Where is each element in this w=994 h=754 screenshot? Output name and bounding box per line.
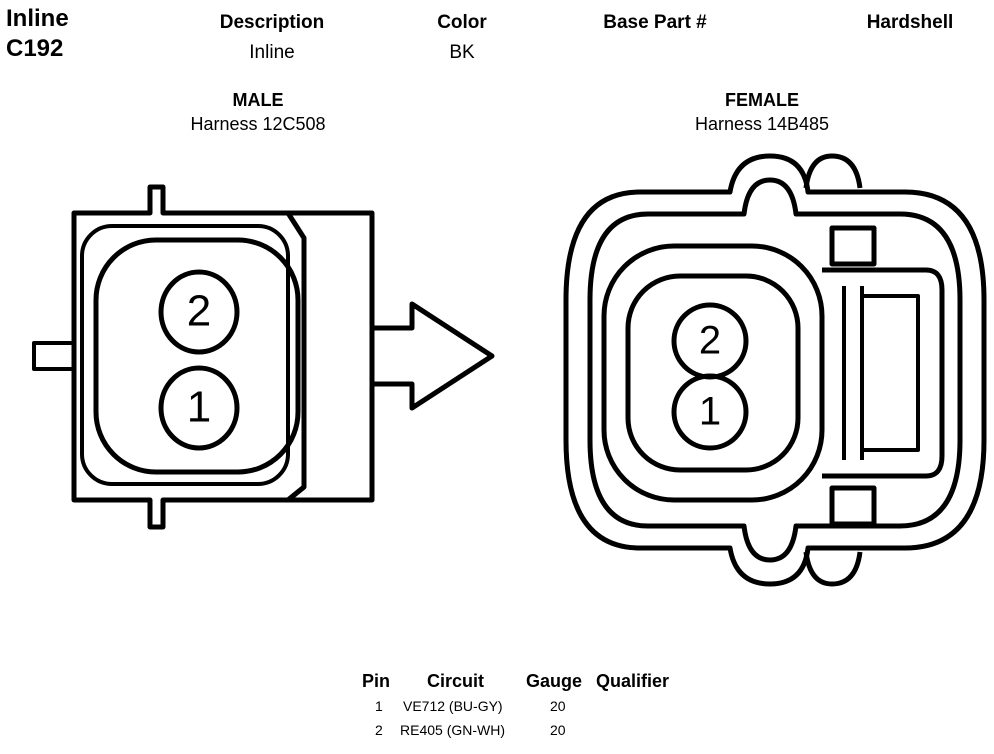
male-pin-1-label: 1	[187, 383, 211, 432]
female-top-tab	[829, 225, 877, 267]
female-title: FEMALE	[725, 90, 799, 110]
male-harness: Harness 12C508	[190, 114, 326, 134]
female-bottom-latch	[803, 551, 863, 587]
row-1-pin: 1	[375, 698, 383, 714]
row-2-circuit: RE405 (GN-WH)	[400, 722, 506, 738]
male-housing	[71, 184, 307, 530]
connector-id: C192	[6, 35, 64, 62]
color-label: Color	[437, 12, 487, 33]
table-header-circuit: Circuit	[427, 671, 485, 691]
male-side-block	[288, 210, 375, 503]
female-top-latch	[803, 153, 863, 189]
row-2-pin: 2	[375, 722, 383, 738]
connector-name: Inline C192	[6, 4, 69, 64]
female-insert	[601, 243, 825, 503]
mating-arrow	[372, 301, 495, 411]
female-pin-2-label: 2	[699, 319, 721, 363]
row-2-gauge: 20	[550, 722, 566, 738]
table-header-pin: Pin	[362, 671, 391, 691]
female-outer-shell	[563, 153, 987, 587]
male-rear-stub	[32, 341, 76, 371]
description-value: Inline	[249, 42, 295, 63]
male-pin-2-label: 2	[187, 287, 211, 336]
description-label: Description	[219, 12, 325, 33]
row-1-circuit: VE712 (BU-GY)	[403, 698, 503, 714]
female-pin-1-label: 1	[699, 390, 721, 434]
male-pin-2-circle	[158, 269, 240, 355]
female-lock-detail	[842, 286, 920, 460]
male-cavity	[80, 224, 290, 486]
female-lock-frame	[822, 267, 945, 479]
female-connector	[563, 153, 987, 587]
base-part-label: Base Part #	[603, 12, 707, 33]
male-pin-1-circle	[158, 365, 240, 451]
row-1-gauge: 20	[550, 698, 566, 714]
table-header-gauge: Gauge	[526, 671, 583, 691]
color-value: BK	[449, 42, 475, 63]
female-bottom-tab	[829, 485, 877, 527]
female-insert-inner	[625, 273, 801, 473]
table-header-qualifier: Qualifier	[596, 671, 670, 691]
female-pin-1-circle	[671, 373, 749, 451]
female-inner-shell	[587, 177, 963, 563]
male-connector	[32, 184, 375, 530]
connector-type: Inline	[6, 5, 69, 32]
male-title: MALE	[232, 90, 284, 110]
female-harness: Harness 14B485	[694, 114, 830, 134]
hardshell-label: Hardshell	[866, 12, 954, 33]
male-insert	[93, 237, 301, 475]
